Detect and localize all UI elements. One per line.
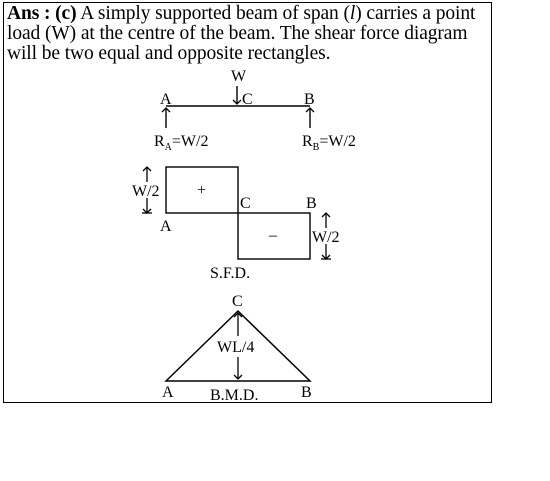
load-label: W [231, 68, 247, 85]
sfd-title: S.F.D. [210, 265, 250, 282]
bmd-triangle [164, 309, 312, 382]
beam-point-b: B [304, 91, 315, 108]
bmd-apex-label: C [232, 293, 243, 310]
loaded-beam: W A C B RA=W/2 RB=W/2 [154, 68, 356, 153]
sfd-point-c: C [240, 195, 251, 212]
answer-text-part1: A simply supported beam of span ( [80, 3, 350, 24]
beam-point-c: C [242, 91, 253, 108]
shear-force-diagram: + – W/2 W/2 A C B S.F.D. [132, 166, 340, 282]
sfd-left-value: W/2 [132, 183, 160, 200]
bmd-point-b: B [301, 384, 312, 401]
bmd-title: B.M.D. [210, 387, 258, 404]
beam-point-a: A [160, 91, 172, 108]
sfd-negative-sign: – [268, 227, 278, 244]
sfd-positive-rect [165, 166, 239, 214]
bending-moment-diagram: C WL/4 A B B.M.D. [162, 293, 312, 404]
answer-text-part2: ) carries a point load (W) at the centre… [7, 3, 476, 64]
reaction-b-label: RB=W/2 [302, 133, 356, 153]
sfd-point-b: B [306, 195, 317, 212]
answer-paragraph: Ans : (c) A simply supported beam of spa… [7, 4, 493, 64]
reaction-a-label: RA=W/2 [154, 133, 208, 153]
sfd-right-value: W/2 [312, 229, 340, 246]
sfd-point-a: A [160, 218, 172, 235]
span-symbol: l [349, 3, 356, 24]
answer-box: Ans : (c) A simply supported beam of spa… [3, 2, 492, 403]
bmd-point-a: A [162, 384, 174, 401]
sfd-positive-sign: + [197, 182, 206, 199]
bmd-max-moment: WL/4 [217, 339, 254, 356]
sfd-negative-rect [237, 212, 311, 260]
answer-label: Ans : (c) [7, 3, 77, 24]
